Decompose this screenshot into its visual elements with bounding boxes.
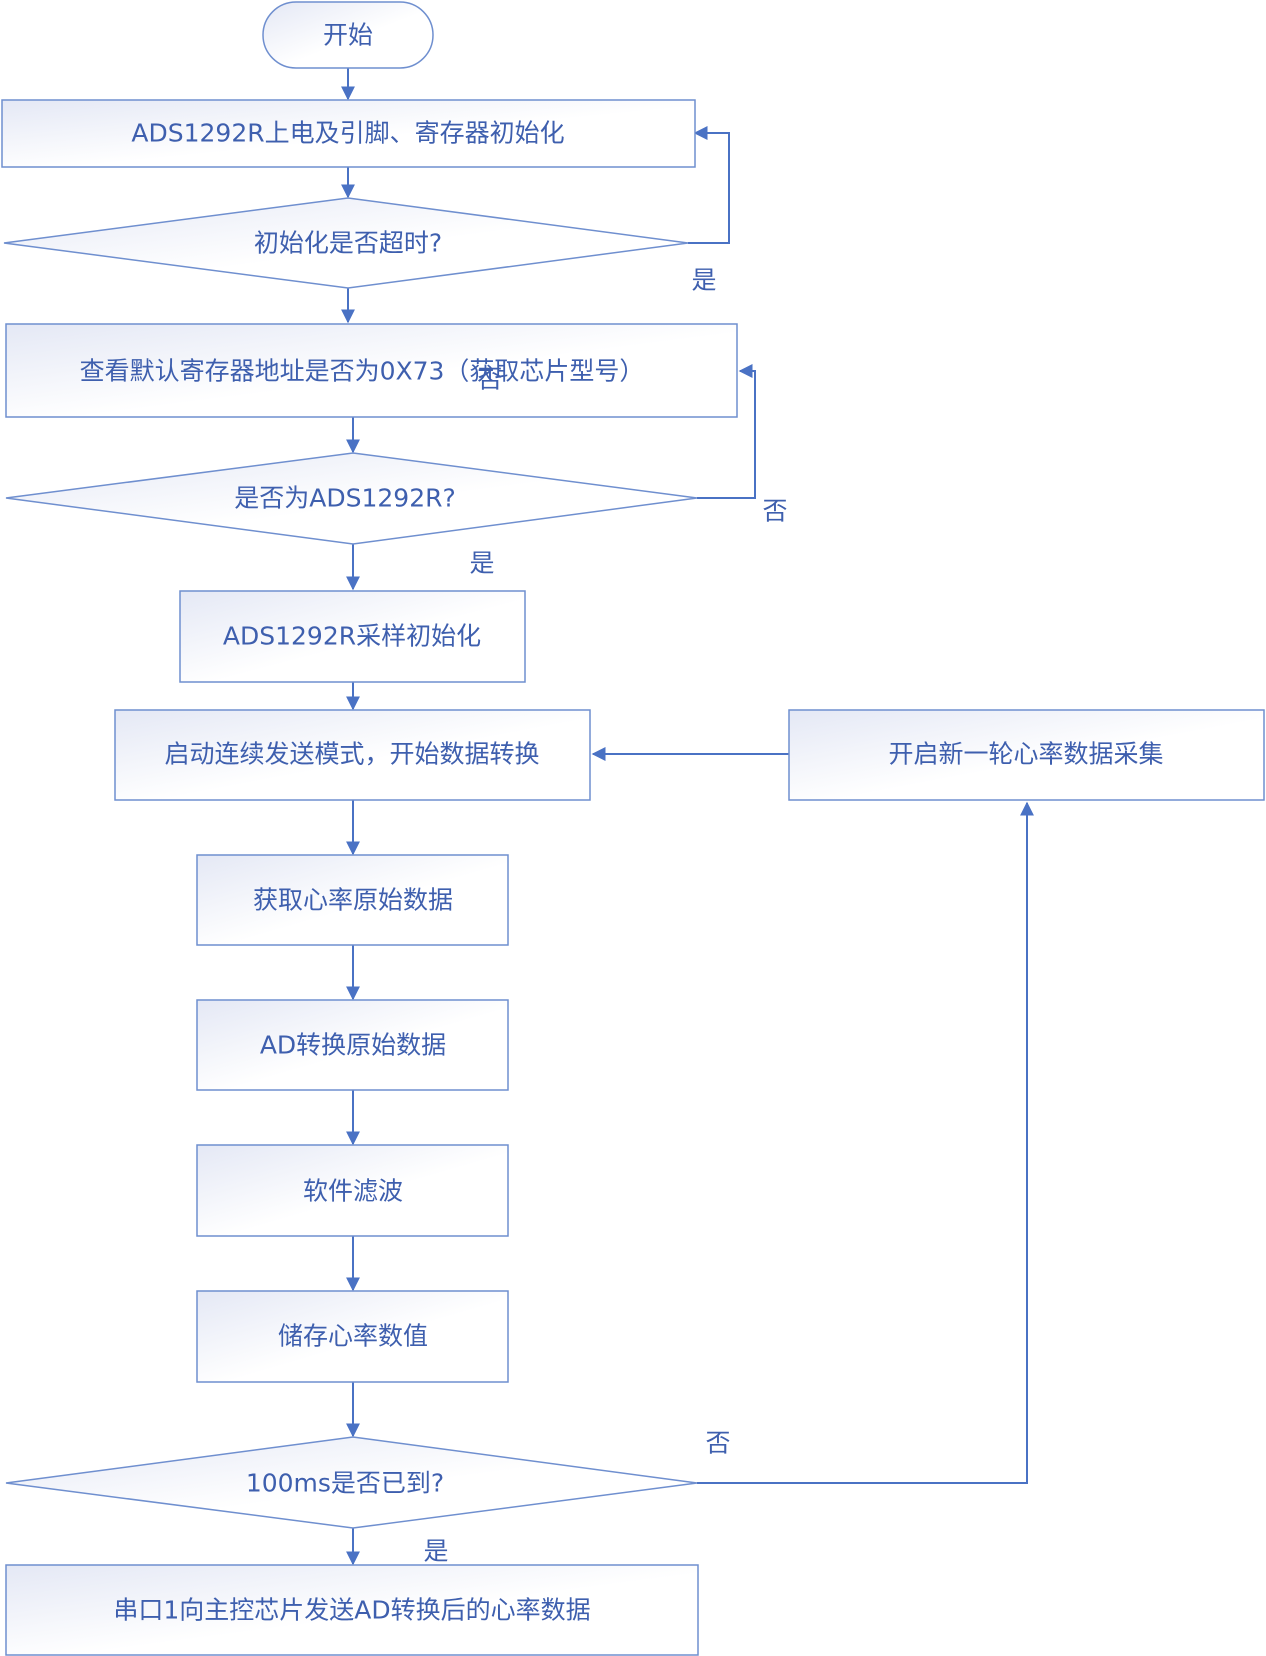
readreg-box <box>5 323 738 418</box>
node-new-round: 开启新一轮心率数据采集 <box>788 709 1265 801</box>
edge-labels: 是 否 否 是 否 是 <box>423 266 787 1566</box>
node-start: 开始 <box>262 1 434 69</box>
filter-box <box>196 1144 509 1237</box>
label-chip-no: 否 <box>762 497 787 526</box>
time-decision <box>5 1436 698 1529</box>
continuous-label: 启动连续发送模式，开始数据转换 <box>164 740 539 769</box>
timeout-label: 初始化是否超时? <box>254 229 442 258</box>
getraw-box <box>196 854 509 946</box>
sampleinit-box <box>179 590 526 683</box>
node-get-raw: 获取心率原始数据 <box>196 854 509 946</box>
label-time-no: 否 <box>705 1429 730 1458</box>
node-init: ADS1292R上电及引脚、寄存器初始化 <box>1 99 696 168</box>
chip-decision <box>5 452 698 545</box>
node-chip-check: 是否为ADS1292R? <box>5 452 698 545</box>
newround-label: 开启新一轮心率数据采集 <box>888 740 1163 769</box>
node-store: 储存心率数值 <box>196 1290 509 1383</box>
adconvert-box <box>196 999 509 1091</box>
continuous-box <box>114 709 591 801</box>
edge-chip-no-loop <box>697 364 756 499</box>
node-continuous-mode: 启动连续发送模式，开始数据转换 <box>114 709 591 801</box>
label-chip-yes: 是 <box>469 549 494 578</box>
edge-time-no-loop <box>697 801 1034 1484</box>
timeout-decision <box>3 197 689 289</box>
label-timeout-yes: 是 <box>691 266 716 295</box>
filter-label: 软件滤波 <box>303 1177 403 1206</box>
start-terminal <box>262 1 434 69</box>
label-stray-no: 否 <box>477 365 502 394</box>
node-read-reg: 查看默认寄存器地址是否为0X73（获取芯片型号） <box>5 323 738 418</box>
time-label: 100ms是否已到? <box>246 1469 444 1498</box>
uart-box <box>5 1564 699 1656</box>
edges <box>341 68 1034 1566</box>
label-time-yes: 是 <box>423 1537 448 1566</box>
node-time-check: 100ms是否已到? <box>5 1436 698 1529</box>
node-filter: 软件滤波 <box>196 1144 509 1237</box>
chip-label: 是否为ADS1292R? <box>234 484 456 513</box>
adconvert-label: AD转换原始数据 <box>260 1031 446 1060</box>
init-box <box>1 99 696 168</box>
store-box <box>196 1290 509 1383</box>
node-sample-init: ADS1292R采样初始化 <box>179 590 526 683</box>
node-timeout-check: 初始化是否超时? <box>3 197 689 289</box>
uart-label: 串口1向主控芯片发送AD转换后的心率数据 <box>113 1596 590 1625</box>
edge-timeout-yes-loop <box>688 126 730 244</box>
start-label: 开始 <box>323 21 373 50</box>
sampleinit-label: ADS1292R采样初始化 <box>223 622 481 651</box>
getraw-label: 获取心率原始数据 <box>253 886 453 915</box>
node-ad-convert: AD转换原始数据 <box>196 999 509 1091</box>
store-label: 储存心率数值 <box>278 1322 428 1351</box>
readreg-label: 查看默认寄存器地址是否为0X73（获取芯片型号） <box>80 357 645 386</box>
newround-box <box>788 709 1265 801</box>
node-uart-send: 串口1向主控芯片发送AD转换后的心率数据 <box>5 1564 699 1656</box>
init-label: ADS1292R上电及引脚、寄存器初始化 <box>131 119 564 148</box>
